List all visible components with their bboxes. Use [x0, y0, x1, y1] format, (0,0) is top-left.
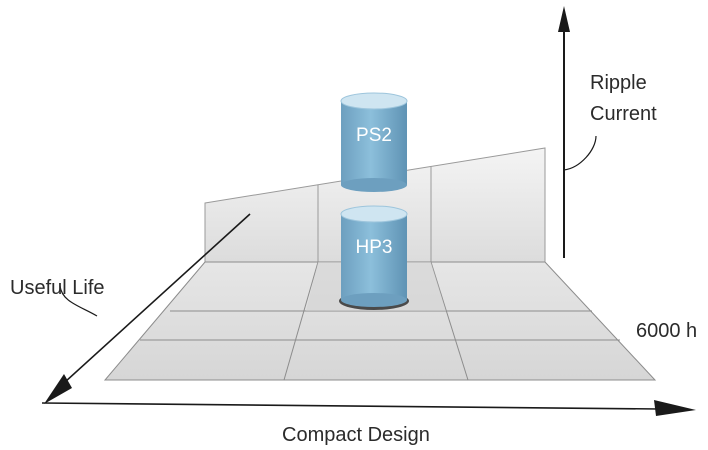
useful-life-label: Useful Life: [10, 277, 105, 299]
ripple-current-label-line2: Current: [590, 103, 657, 125]
useful-life-value-label: 6000 h: [636, 320, 697, 342]
cylinder-label-hp3: HP3: [356, 237, 393, 258]
ripple-current-label-line1: Ripple: [590, 72, 647, 94]
cylinder-ps2: PS2: [340, 92, 408, 192]
cylinder-hp3: HP3: [339, 205, 409, 310]
cylinder-label-ps2: PS2: [356, 125, 392, 146]
ripple-current-axis: [558, 6, 597, 258]
compact-design-axis: [41, 400, 696, 416]
useful-life-axis: [44, 213, 251, 404]
compact-design-label: Compact Design: [282, 424, 430, 446]
